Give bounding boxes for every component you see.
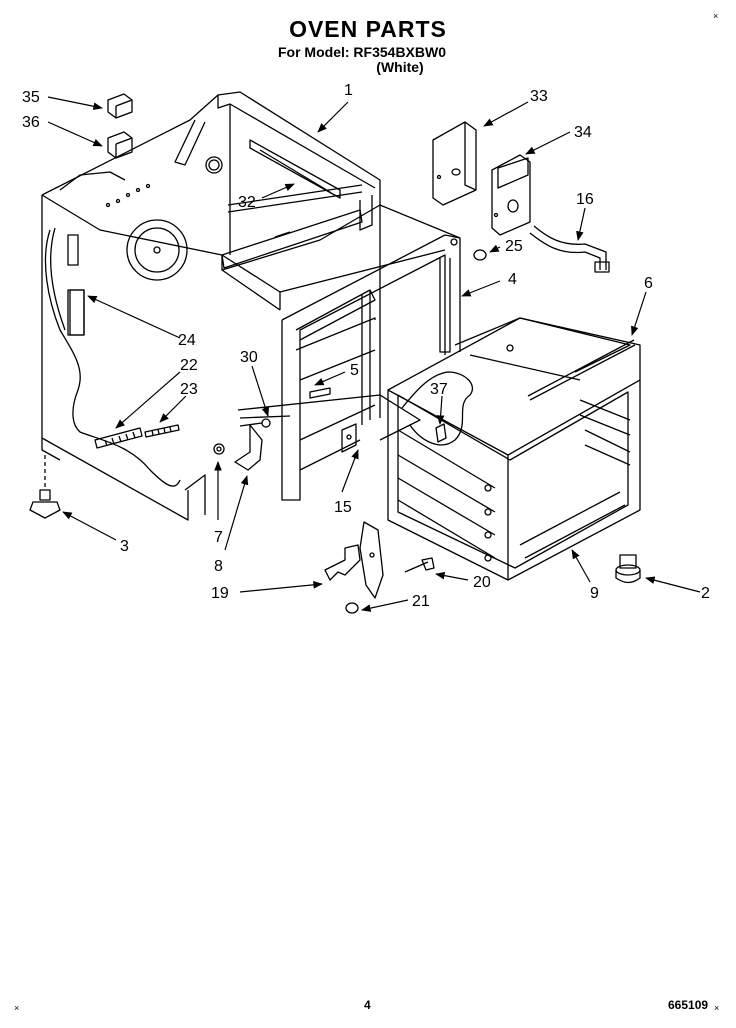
callout-24: 24: [178, 332, 196, 349]
callout-8: 8: [214, 558, 223, 575]
leveling-leg-part-2: [615, 554, 641, 584]
screw-part-37: [435, 423, 447, 443]
color-line: (White): [376, 59, 424, 75]
callout-15: 15: [334, 499, 352, 516]
callout-2: 2: [701, 585, 710, 602]
callout-7: 7: [214, 529, 223, 546]
callout-35: 35: [22, 89, 40, 106]
block-part-36: [107, 131, 133, 159]
screw-part-20: [404, 557, 435, 573]
callout-16: 16: [576, 191, 594, 208]
callout-6: 6: [644, 275, 653, 292]
tube-part-16: [529, 225, 610, 273]
callout-19: 19: [211, 585, 229, 602]
page-title: OVEN PARTS: [289, 16, 447, 42]
callout-33: 33: [530, 88, 548, 105]
oven-front-frame-part-4: [281, 234, 461, 501]
callout-9: 9: [590, 585, 599, 602]
fitting-part-30: [239, 418, 271, 428]
grommet-part-25: [473, 249, 487, 261]
orifice-part-23: [144, 424, 180, 438]
callout-21: 21: [412, 593, 430, 610]
callout-25: 25: [505, 238, 523, 255]
callout-32: 32: [238, 194, 256, 211]
leveling-foot-part-3: [29, 455, 61, 519]
callout-30: 30: [240, 349, 258, 366]
plate-part-33: [432, 121, 477, 206]
washer-part-21: [345, 602, 359, 614]
document-code: 665109: [668, 998, 709, 1012]
hinge-part-5: [309, 387, 331, 399]
clip-part-8: [234, 424, 263, 471]
leader-lines: [47, 96, 701, 612]
callout-1: 1: [344, 82, 353, 99]
callout-37: 37: [430, 381, 448, 398]
igniter-part-22: [94, 427, 143, 449]
wiring-harness: [44, 227, 181, 487]
callout-23: 23: [180, 381, 198, 398]
oven-chassis-frame: [41, 91, 461, 521]
latch-part-19: [324, 521, 384, 599]
nut-part-7: [213, 443, 225, 455]
page-number: 4: [364, 998, 371, 1012]
bracket-part-32: [221, 209, 363, 269]
callout-34: 34: [574, 124, 592, 141]
side-rail-part-24: [67, 289, 85, 336]
callout-4: 4: [508, 271, 517, 288]
block-part-35: [107, 93, 133, 119]
callout-22: 22: [180, 357, 198, 374]
callout-36: 36: [22, 114, 40, 131]
callout-20: 20: [473, 574, 491, 591]
oven-cavity-part-9: [387, 317, 641, 581]
callout-3: 3: [120, 538, 129, 555]
bracket-part-34: [491, 154, 531, 236]
corner-mark-bottom-left: ×: [14, 1003, 20, 1013]
bracket-part-15: [341, 423, 357, 453]
corner-mark-top-right: ×: [713, 11, 719, 21]
callout-5: 5: [350, 362, 359, 379]
corner-mark-bottom-right: ×: [714, 1003, 720, 1013]
model-line: For Model: RF354BXBW0: [277, 44, 446, 60]
